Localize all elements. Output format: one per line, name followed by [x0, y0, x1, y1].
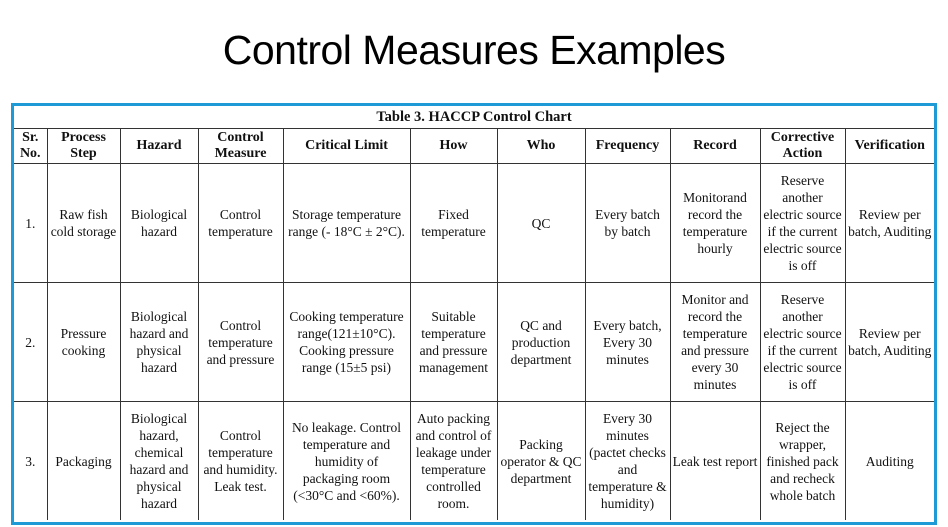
- cell-how: Suitable temperature and pressure manage…: [409, 282, 498, 402]
- cell-process-step: Pressure cooking: [46, 282, 121, 402]
- cell-who: Packing operator & QC department: [496, 401, 586, 520]
- cell-critical-limit: Cooking temperature range(121±10°C). Coo…: [282, 282, 411, 402]
- cell-verification: Review per batch, Auditing: [844, 163, 934, 283]
- cell-control-measure: Control temperature and pressure: [197, 282, 284, 402]
- table-caption: Table 3. HACCP Control Chart: [14, 106, 934, 129]
- haccp-control-chart-table: Table 3. HACCP Control Chart Sr. No. Pro…: [14, 106, 934, 520]
- cell-verification: Review per batch, Auditing: [844, 282, 934, 402]
- cell-control-measure: Control temperature: [197, 163, 284, 283]
- cell-corrective-action: Reserve another electric source if the c…: [759, 282, 846, 402]
- cell-hazard: Biological hazard, chemical hazard and p…: [119, 401, 199, 520]
- cell-frequency: Every batch by batch: [584, 163, 671, 283]
- cell-record: Monitorand record the temperature hourly: [669, 163, 761, 283]
- cell-critical-limit: No leakage. Control temperature and humi…: [282, 401, 411, 520]
- column-header-frequency: Frequency: [584, 128, 671, 164]
- table-row: 3. Packaging Biological hazard, chemical…: [14, 401, 934, 520]
- cell-control-measure: Control temperature and humidity. Leak t…: [197, 401, 284, 520]
- cell-corrective-action: Reserve another electric source if the c…: [759, 163, 846, 283]
- slide-title: Control Measures Examples: [222, 27, 726, 74]
- column-header-control-measure: Control Measure: [197, 128, 284, 164]
- table-header-row: Sr. No. Process Step Hazard Control Meas…: [14, 128, 934, 164]
- cell-process-step: Packaging: [46, 401, 121, 520]
- cell-who: QC and production department: [496, 282, 586, 402]
- cell-who: QC: [496, 163, 586, 283]
- cell-how: Fixed temperature: [409, 163, 498, 283]
- column-header-corrective-action: Corrective Action: [759, 128, 846, 164]
- column-header-sr-no: Sr. No.: [14, 128, 48, 164]
- cell-how: Auto packing and control of leakage unde…: [409, 401, 498, 520]
- cell-frequency: Every batch, Every 30 minutes: [584, 282, 671, 402]
- column-header-process-step: Process Step: [46, 128, 121, 164]
- column-header-who: Who: [496, 128, 586, 164]
- cell-critical-limit: Storage temperature range (- 18°C ± 2°C)…: [282, 163, 411, 283]
- cell-record: Leak test report: [669, 401, 761, 520]
- cell-hazard: Biological hazard: [119, 163, 199, 283]
- cell-frequency: Every 30 minutes (pactet checks and temp…: [584, 401, 671, 520]
- cell-verification: Auditing: [844, 401, 934, 520]
- column-header-critical-limit: Critical Limit: [282, 128, 411, 164]
- cell-process-step: Raw fish cold storage: [46, 163, 121, 283]
- column-header-how: How: [409, 128, 498, 164]
- cell-sr-no: 3.: [14, 401, 48, 520]
- column-header-record: Record: [669, 128, 761, 164]
- cell-hazard: Biological hazard and physical hazard: [119, 282, 199, 402]
- table-frame: Table 3. HACCP Control Chart Sr. No. Pro…: [11, 103, 937, 525]
- cell-record: Monitor and record the temperature and p…: [669, 282, 761, 402]
- cell-corrective-action: Reject the wrapper, finished pack and re…: [759, 401, 846, 520]
- column-header-verification: Verification: [844, 128, 934, 164]
- table-row: 1. Raw fish cold storage Biological haza…: [14, 163, 934, 283]
- cell-sr-no: 2.: [14, 282, 48, 402]
- column-header-hazard: Hazard: [119, 128, 199, 164]
- table-row: 2. Pressure cooking Biological hazard an…: [14, 282, 934, 402]
- table-caption-row: Table 3. HACCP Control Chart: [14, 106, 934, 129]
- cell-sr-no: 1.: [14, 163, 48, 283]
